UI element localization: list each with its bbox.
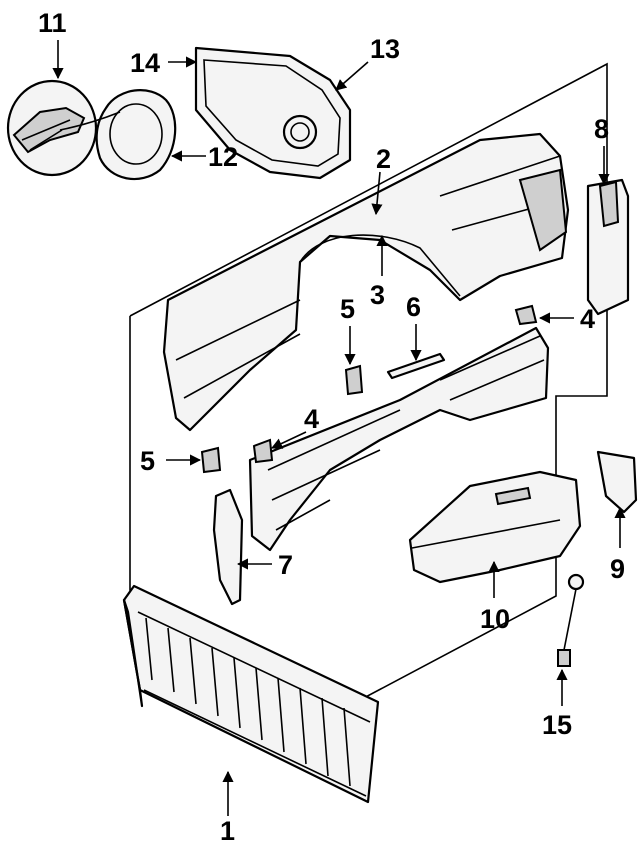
fuel-door [6,79,98,177]
bracket-5-center [344,364,364,396]
fuel-filler-housing [59,89,177,180]
callout-13: 13 [370,34,400,64]
callout-labels: 11 14 13 12 2 8 3 4 5 6 4 5 7 9 10 15 1 [38,8,625,846]
bracket-4-right [514,304,538,326]
callout-6: 6 [406,292,421,322]
callout-12: 12 [208,142,238,172]
fuel-filler-pocket [194,46,352,180]
callout-8: 8 [594,114,609,144]
floor-panel [248,326,550,552]
callout-7: 7 [278,550,293,580]
tailgate [122,584,380,804]
strip-6 [386,352,446,380]
callout-10: 10 [480,604,510,634]
callout-15: 15 [542,710,572,740]
wheelhouse-cover [408,470,582,584]
bracket-5-left [200,446,222,474]
bracket-4-left [252,438,274,464]
support-rod [557,573,585,667]
callout-4-left: 4 [304,404,319,434]
callout-9: 9 [610,554,625,584]
callout-11: 11 [38,8,67,38]
callout-4-right: 4 [580,304,595,334]
leader-lines [52,40,626,816]
callout-1: 1 [220,816,235,846]
callout-2: 2 [376,144,391,174]
stake-pocket [586,178,630,316]
side-seal [212,488,244,606]
front-bed-panel [162,132,570,432]
callout-3: 3 [370,280,385,310]
callout-5-center: 5 [340,294,355,324]
lamp-pocket [596,450,638,514]
callout-5-left: 5 [140,446,155,476]
callout-14: 14 [130,48,160,78]
